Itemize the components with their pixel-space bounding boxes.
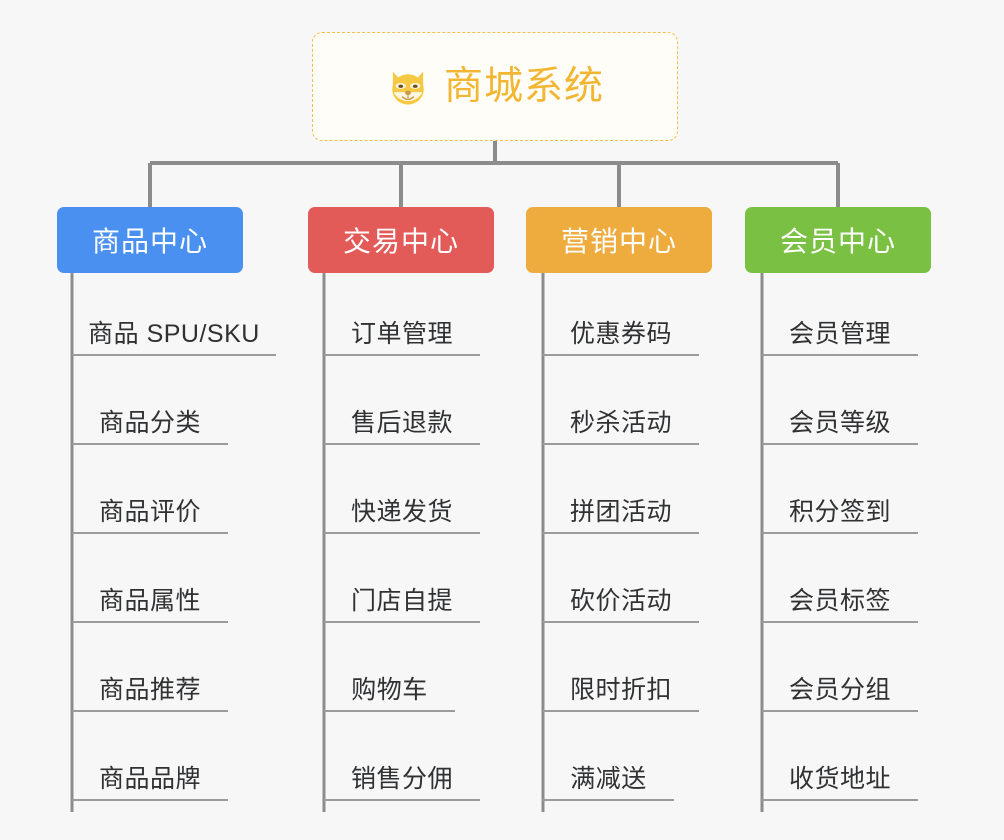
category-box-1[interactable]: 交易中心 (308, 207, 494, 273)
leaf-item[interactable]: 售后退款 (324, 399, 480, 445)
leaf-item[interactable]: 商品推荐 (72, 666, 228, 712)
leaf-label: 拼团活动 (569, 498, 672, 526)
leaf-label: 会员管理 (788, 320, 891, 348)
leaf-item[interactable]: 收货地址 (762, 755, 918, 801)
leaf-label: 订单管理 (350, 320, 453, 348)
leaf-label: 商品品牌 (98, 765, 201, 793)
leaf-label: 销售分佣 (350, 765, 453, 793)
leaf-label: 会员分组 (788, 676, 891, 704)
leaf-label: 收货地址 (788, 765, 891, 793)
leaf-item[interactable]: 商品分类 (72, 399, 228, 445)
leaf-item[interactable]: 商品评价 (72, 488, 228, 534)
leaf-item[interactable]: 积分签到 (762, 488, 918, 534)
shiba-dog-face-icon (392, 71, 424, 104)
leaf-item[interactable]: 会员管理 (762, 310, 918, 356)
category-box-0[interactable]: 商品中心 (57, 207, 243, 273)
leaf-item[interactable]: 会员等级 (762, 399, 918, 445)
leaf-item[interactable]: 门店自提 (324, 577, 480, 623)
category-box-3[interactable]: 会员中心 (745, 207, 931, 273)
leaf-item[interactable]: 销售分佣 (324, 755, 480, 801)
leaf-label: 会员标签 (788, 587, 891, 615)
category-label-0: 商品中心 (91, 226, 208, 257)
leaf-item[interactable]: 快递发货 (324, 488, 480, 534)
leaf-label: 满减送 (570, 765, 647, 793)
leaf-label: 商品推荐 (98, 676, 201, 704)
leaf-item[interactable]: 会员标签 (762, 577, 918, 623)
category-label-1: 交易中心 (342, 226, 459, 257)
leaf-item[interactable]: 砍价活动 (543, 577, 699, 623)
leaf-item[interactable]: 拼团活动 (543, 488, 699, 534)
category-label-3: 会员中心 (779, 226, 896, 257)
category-box-2[interactable]: 营销中心 (526, 207, 712, 273)
leaf-label: 快递发货 (350, 498, 453, 526)
leaf-label: 商品评价 (98, 498, 201, 526)
category-label-2: 营销中心 (560, 226, 677, 257)
root-node[interactable]: 商城系统 (312, 32, 678, 141)
leaf-label: 限时折扣 (569, 676, 672, 704)
leaf-label: 售后退款 (350, 409, 453, 437)
leaf-label: 砍价活动 (569, 587, 672, 615)
leaf-label: 购物车 (351, 676, 428, 704)
leaf-label: 商品属性 (98, 587, 201, 615)
leaf-label: 门店自提 (350, 587, 453, 615)
leaf-item[interactable]: 秒杀活动 (543, 399, 699, 445)
leaf-label: 商品 SPU/SKU (88, 320, 260, 348)
leaf-item[interactable]: 商品属性 (72, 577, 228, 623)
leaf-item[interactable]: 满减送 (543, 755, 674, 801)
root-node-label: 商城系统 (443, 65, 604, 108)
leaf-label: 商品分类 (98, 409, 201, 437)
leaf-item[interactable]: 购物车 (324, 666, 455, 712)
leaf-item[interactable]: 优惠券码 (543, 310, 699, 356)
leaf-item[interactable]: 会员分组 (762, 666, 918, 712)
leaf-item[interactable]: 商品品牌 (72, 755, 228, 801)
leaf-item[interactable]: 商品 SPU/SKU (72, 310, 276, 356)
leaf-label: 会员等级 (788, 409, 891, 437)
leaf-label: 优惠券码 (569, 320, 672, 348)
leaf-label: 积分签到 (788, 498, 891, 526)
leaf-label: 秒杀活动 (569, 409, 672, 437)
leaf-item[interactable]: 限时折扣 (543, 666, 699, 712)
leaf-item[interactable]: 订单管理 (324, 310, 480, 356)
